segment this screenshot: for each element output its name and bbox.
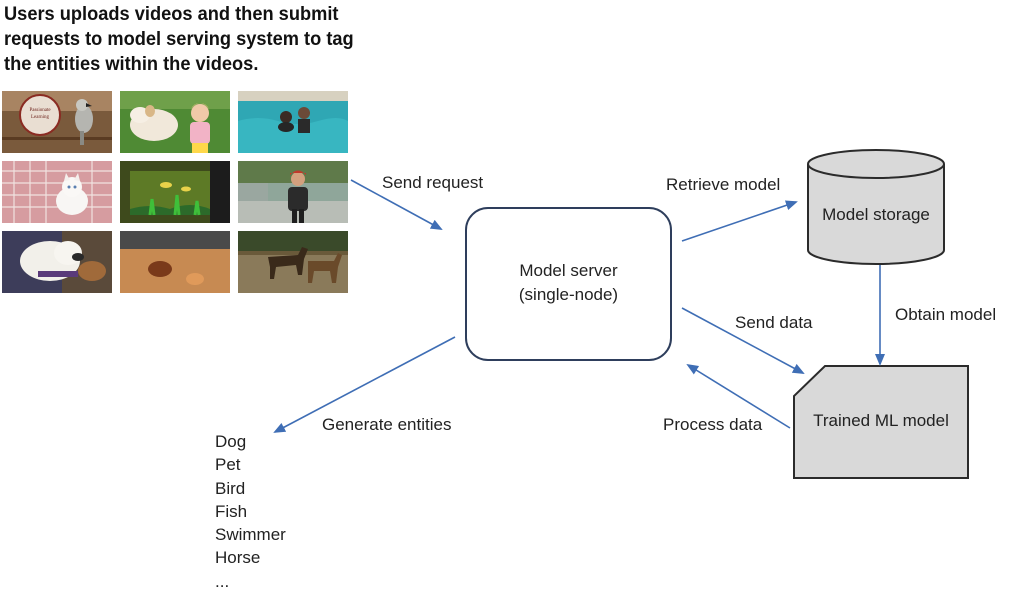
retrieve-model-arrow — [681, 200, 798, 242]
model-storage-node[interactable] — [807, 149, 945, 265]
thumbnail-aquarium[interactable] — [120, 161, 230, 223]
model-server-label: Model server (single-node) — [466, 259, 671, 307]
send-data-arrow — [681, 307, 805, 374]
retrieve-model-label: Retrieve model — [666, 175, 781, 194]
model-server-title: Model server — [519, 261, 618, 280]
send-request-label: Send request — [382, 173, 484, 192]
model-storage-label: Model storage — [822, 205, 930, 224]
entities-list: Dog Pet Bird Fish Swimmer Horse ... — [215, 430, 286, 593]
obtain-model-label: Obtain model — [895, 305, 997, 324]
send-request-arrow — [350, 179, 443, 230]
trained-model-node[interactable] — [793, 365, 969, 479]
send-data-label: Send data — [735, 313, 813, 332]
entity-item: Dog — [215, 432, 247, 451]
thumbnail-girl-dog[interactable] — [120, 91, 230, 153]
thumbnail-fish[interactable] — [120, 231, 230, 293]
thumbnail-man-pool[interactable] — [238, 161, 348, 223]
entity-item: Pet — [215, 455, 241, 475]
thumbnail-horses[interactable] — [238, 231, 348, 293]
thumbnail-swimmers[interactable] — [238, 91, 348, 153]
generate-entities-arrow — [273, 336, 456, 433]
thumbnail-dog[interactable] — [2, 231, 112, 293]
model-server-node[interactable] — [465, 207, 672, 361]
entity-item: Bird — [215, 478, 246, 498]
caption: Users uploads videos and then submit req… — [4, 4, 354, 75]
process-data-arrow — [686, 363, 791, 429]
generate-entities-label: Generate entities — [322, 415, 452, 434]
entity-item: Swimmer — [215, 525, 286, 545]
entity-item: Horse — [215, 548, 261, 568]
process-data-label: Process data — [663, 415, 763, 434]
svg-text:Learning: Learning — [31, 115, 50, 120]
thumbnail-parrot[interactable]: Passionate Learning — [2, 91, 112, 153]
entity-item: ... — [215, 571, 230, 591]
trained-model-label: Trained ML model — [813, 411, 949, 430]
thumbnail-sign-text: Passionate — [29, 108, 51, 113]
video-thumbnail-grid: Passionate Learning — [2, 91, 350, 293]
model-server-subtitle: (single-node) — [518, 285, 619, 304]
entity-item: Fish — [215, 501, 248, 521]
thumbnail-cat[interactable] — [2, 161, 112, 223]
